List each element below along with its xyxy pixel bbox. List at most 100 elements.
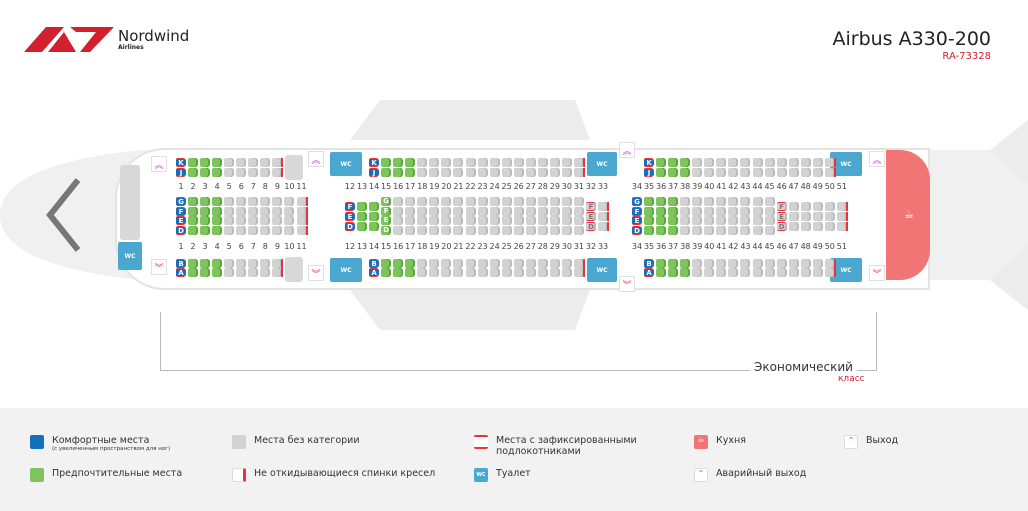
seat-4D[interactable] (212, 225, 223, 235)
seat-22E[interactable] (465, 216, 476, 225)
seat-2K[interactable] (188, 158, 199, 167)
seat-47D[interactable] (788, 221, 799, 231)
seat-42A[interactable] (728, 268, 739, 277)
seat-14F[interactable] (369, 201, 380, 211)
seat-18F[interactable] (417, 206, 428, 216)
seat-20E[interactable] (441, 216, 452, 225)
seat-25J[interactable] (501, 168, 512, 177)
seat-21F[interactable] (453, 206, 464, 216)
seat-38E[interactable] (680, 216, 691, 225)
seat-23F[interactable] (477, 206, 488, 216)
seat-10D[interactable] (284, 225, 295, 235)
seat-28J[interactable] (537, 168, 548, 177)
seat-35D[interactable] (644, 225, 655, 235)
seat-51D[interactable] (836, 221, 848, 231)
seat-15F[interactable]: F (381, 206, 392, 216)
seat-42D[interactable] (728, 225, 739, 235)
seat-31J[interactable] (573, 168, 585, 177)
seat-30G[interactable] (561, 197, 572, 206)
seat-40A[interactable] (704, 268, 715, 277)
seat-38D[interactable] (680, 225, 691, 235)
seat-29B[interactable] (549, 259, 560, 268)
seat-16B[interactable] (393, 259, 404, 268)
seat-40J[interactable] (704, 168, 715, 177)
seat-32E[interactable]: E (586, 211, 596, 221)
seat-2F[interactable] (188, 206, 199, 216)
seat-18D[interactable] (417, 225, 428, 235)
seat-23B[interactable] (477, 259, 488, 268)
seat-47F[interactable] (788, 201, 799, 211)
seat-34D[interactable]: D (632, 225, 642, 235)
seat-36B[interactable] (656, 259, 667, 268)
seat-39J[interactable] (692, 168, 703, 177)
seat-22G[interactable] (465, 197, 476, 206)
seat-9B[interactable] (272, 259, 284, 268)
seat-50B[interactable] (824, 259, 836, 268)
seat-8G[interactable] (260, 197, 271, 206)
seat-35F[interactable] (644, 206, 655, 216)
seat-37J[interactable] (668, 168, 679, 177)
seat-24F[interactable] (489, 206, 500, 216)
seat-1E[interactable]: E (176, 216, 186, 225)
seat-44E[interactable] (752, 216, 763, 225)
seat-33D[interactable] (598, 221, 610, 231)
seat-42B[interactable] (728, 259, 739, 268)
seat-35A[interactable]: A (644, 268, 655, 277)
seat-7G[interactable] (248, 197, 259, 206)
seat-11G[interactable] (296, 197, 308, 206)
seat-19K[interactable] (429, 158, 440, 167)
seat-9F[interactable] (272, 206, 283, 216)
seat-36D[interactable] (656, 225, 667, 235)
seat-1B[interactable]: B (176, 259, 186, 268)
seat-14A[interactable]: A (369, 268, 380, 277)
seat-40F[interactable] (704, 206, 715, 216)
seat-43F[interactable] (740, 206, 751, 216)
seat-22A[interactable] (465, 268, 476, 277)
seat-45E[interactable] (764, 216, 775, 225)
seat-19G[interactable] (429, 197, 440, 206)
seat-21K[interactable] (453, 158, 464, 167)
seat-45B[interactable] (764, 259, 775, 268)
seat-29K[interactable] (549, 158, 560, 167)
seat-41E[interactable] (716, 216, 727, 225)
seat-16F[interactable] (393, 206, 404, 216)
seat-17D[interactable] (405, 225, 416, 235)
seat-47E[interactable] (788, 211, 799, 221)
seat-46J[interactable] (776, 168, 787, 177)
seat-30K[interactable] (561, 158, 572, 167)
seat-4G[interactable] (212, 197, 223, 206)
seat-39A[interactable] (692, 268, 703, 277)
seat-29E[interactable] (549, 216, 560, 225)
seat-29F[interactable] (549, 206, 560, 216)
seat-42K[interactable] (728, 158, 739, 167)
seat-24K[interactable] (489, 158, 500, 167)
seat-26G[interactable] (513, 197, 524, 206)
seat-16A[interactable] (393, 268, 404, 277)
seat-38A[interactable] (680, 268, 691, 277)
seat-47J[interactable] (788, 168, 799, 177)
seat-48B[interactable] (800, 259, 811, 268)
seat-19B[interactable] (429, 259, 440, 268)
seat-50D[interactable] (824, 221, 835, 231)
seat-46E[interactable]: E (776, 211, 787, 221)
seat-4K[interactable] (212, 158, 223, 167)
seat-44J[interactable] (752, 168, 763, 177)
seat-36F[interactable] (656, 206, 667, 216)
seat-36A[interactable] (656, 268, 667, 277)
seat-50F[interactable] (824, 201, 835, 211)
seat-28F[interactable] (537, 206, 548, 216)
seat-14K[interactable]: K (369, 158, 380, 167)
seat-27J[interactable] (525, 168, 536, 177)
seat-5F[interactable] (224, 206, 235, 216)
seat-31B[interactable] (573, 259, 585, 268)
seat-8J[interactable] (260, 168, 271, 177)
seat-1G[interactable]: G (176, 197, 186, 206)
seat-48F[interactable] (800, 201, 811, 211)
seat-5D[interactable] (224, 225, 235, 235)
seat-6E[interactable] (236, 216, 247, 225)
seat-19F[interactable] (429, 206, 440, 216)
seat-42E[interactable] (728, 216, 739, 225)
seat-9A[interactable] (272, 268, 284, 277)
seat-33E[interactable] (598, 211, 610, 221)
seat-7D[interactable] (248, 225, 259, 235)
